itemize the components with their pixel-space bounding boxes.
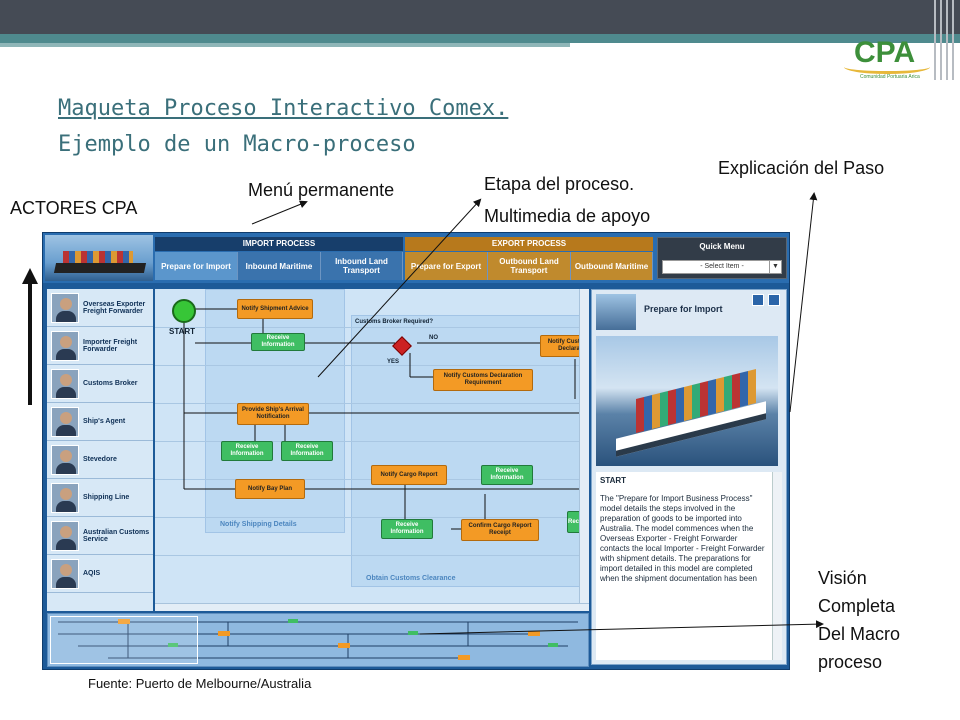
- step-notify-shipment[interactable]: Notify Shipment Advice: [237, 299, 313, 319]
- step-notify-bay-plan[interactable]: Notify Bay Plan: [235, 479, 305, 499]
- tab-prepare-for-export[interactable]: Prepare for Export: [405, 252, 488, 280]
- step-receive-information[interactable]: Receive Information: [481, 465, 533, 485]
- panel-thumbnail: [596, 294, 636, 330]
- annotation-vision-2: Completa: [818, 596, 896, 616]
- minimize-icon[interactable]: [752, 294, 764, 306]
- step-receive-information[interactable]: Receive Information: [221, 441, 273, 461]
- panel-text: START The "Prepare for Import Business P…: [596, 472, 772, 660]
- logo-swoosh: [844, 60, 930, 74]
- actor-name: AQIS: [83, 570, 101, 577]
- quick-menu: Quick Menu - Select Item - ▼: [657, 237, 787, 279]
- process-app-screenshot: IMPORT PROCESS EXPORT PROCESS Prepare fo…: [42, 232, 790, 670]
- actor-row[interactable]: AQIS: [47, 555, 153, 593]
- start-label: START: [169, 327, 196, 336]
- panel-step-text: The "Prepare for Import Business Process…: [600, 494, 765, 583]
- actor-name: Australian Customs Service: [83, 528, 150, 543]
- annotation-explicacion: Explicación del Paso: [718, 158, 885, 178]
- cpa-logo: CPA Comunidad Portuaria Arica: [840, 34, 936, 88]
- step-receive-information[interactable]: Receive Information: [251, 333, 305, 351]
- step-notify-customs[interactable]: Notify Customs Declarat: [540, 335, 589, 357]
- ship-thumbnail: [45, 235, 153, 281]
- import-process-header: IMPORT PROCESS: [155, 237, 403, 251]
- chevron-down-icon[interactable]: ▼: [769, 261, 781, 273]
- slide-title: Maqueta Proceso Interactivo Comex.: [58, 96, 509, 121]
- step-explanation-panel: Prepare for Import START The "Prepare fo…: [591, 289, 787, 665]
- panel-ship-photo: [596, 336, 778, 466]
- step-provide-arrival[interactable]: Provide Ship's Arrival Notification: [237, 403, 309, 425]
- annotation-menu: Menú permanente: [248, 180, 395, 200]
- tab-inbound-land-transport[interactable]: Inbound Land Transport: [321, 252, 403, 280]
- decision-no: NO: [429, 335, 438, 341]
- decision-yes: YES: [387, 359, 400, 365]
- tab-outbound-maritime[interactable]: Outbound Maritime: [571, 252, 653, 280]
- tab-inbound-maritime[interactable]: Inbound Maritime: [238, 252, 321, 280]
- annotation-vision-4: proceso: [818, 652, 883, 672]
- tab-outbound-land-transport[interactable]: Outbound Land Transport: [488, 252, 571, 280]
- actor-photo: [51, 444, 79, 475]
- step-receive-information[interactable]: Receive Information: [381, 519, 433, 539]
- slide-accent-bar: [0, 34, 960, 43]
- annotation-vision-3: Del Macro: [818, 624, 901, 644]
- actor-row[interactable]: Overseas Exporter Freight Forwarder: [47, 289, 153, 327]
- menu-arrow: [251, 200, 308, 225]
- annotation-actores: ACTORES CPA: [10, 198, 138, 218]
- zone-label: Obtain Customs Clearance: [366, 575, 456, 582]
- decision-label: Customs Broker Required?: [355, 319, 434, 325]
- process-minimap[interactable]: [47, 613, 589, 667]
- slide-subtitle: Ejemplo de un Macro-proceso: [58, 132, 416, 157]
- slide-accent-bar-light: [0, 43, 570, 47]
- annotation-vision-1: Visión: [818, 568, 867, 588]
- actor-name: Stevedore: [83, 456, 117, 463]
- panel-scrollbar[interactable]: [772, 472, 782, 660]
- actor-photo: [51, 406, 79, 437]
- panel-title: Prepare for Import: [644, 304, 723, 314]
- actor-row[interactable]: Stevedore: [47, 441, 153, 479]
- diagram-horizontal-scrollbar[interactable]: [155, 603, 589, 611]
- actor-photo: [51, 368, 79, 399]
- actor-name: Shipping Line: [83, 494, 130, 501]
- actor-name: Importer Freight Forwarder: [83, 338, 138, 353]
- explicacion-arrow: [789, 192, 818, 413]
- step-notify-cargo[interactable]: Notify Cargo Report: [371, 465, 447, 485]
- actor-photo: [51, 520, 79, 551]
- source-note: Fuente: Puerto de Melbourne/Australia: [88, 676, 312, 691]
- export-process-header: EXPORT PROCESS: [405, 237, 653, 251]
- panel-step-title: START: [600, 476, 627, 485]
- actor-row[interactable]: Ship's Agent: [47, 403, 153, 441]
- actor-name: Customs Broker: [83, 380, 138, 387]
- logo-subtext: Comunidad Portuaria Arica: [860, 74, 920, 80]
- actors-column: Overseas Exporter Freight Forwarder Impo…: [47, 289, 153, 611]
- step-receive-information[interactable]: Receive Information: [281, 441, 333, 461]
- quick-menu-select[interactable]: - Select Item - ▼: [662, 260, 782, 274]
- actor-photo: [51, 482, 79, 513]
- quick-menu-title: Quick Menu: [699, 242, 745, 251]
- actor-row[interactable]: Importer Freight Forwarder: [47, 327, 153, 365]
- actor-row[interactable]: Australian Customs Service: [47, 517, 153, 555]
- maximize-icon[interactable]: [768, 294, 780, 306]
- step-notify-customs-decl[interactable]: Notify Customs Declaration Requirement: [433, 369, 533, 391]
- actor-photo: [51, 292, 79, 323]
- process-diagram: Notify Shipping Details Obtain Customs C…: [155, 289, 589, 611]
- quick-menu-select-value: - Select Item -: [700, 263, 744, 270]
- annotation-etapa-1: Etapa del proceso.: [484, 174, 635, 194]
- actor-name: Ship's Agent: [83, 418, 126, 425]
- actor-row[interactable]: Customs Broker: [47, 365, 153, 403]
- start-node[interactable]: [172, 299, 196, 323]
- actor-name: Overseas Exporter Freight Forwarder: [83, 300, 146, 315]
- step-confirm-cargo[interactable]: Confirm Cargo Report Receipt: [461, 519, 539, 541]
- app-header: IMPORT PROCESS EXPORT PROCESS Prepare fo…: [43, 233, 789, 283]
- tab-prepare-for-import[interactable]: Prepare for Import: [155, 252, 238, 280]
- actor-photo: [51, 330, 79, 361]
- slide-top-bar: [0, 0, 960, 34]
- actor-row[interactable]: Shipping Line: [47, 479, 153, 517]
- actor-photo: [51, 558, 79, 589]
- diagram-vertical-scrollbar[interactable]: [579, 289, 589, 603]
- minimap-viewport[interactable]: [50, 616, 198, 664]
- zone-label: Notify Shipping Details: [220, 521, 297, 528]
- annotation-etapa-2: Multimedia de apoyo: [484, 206, 651, 226]
